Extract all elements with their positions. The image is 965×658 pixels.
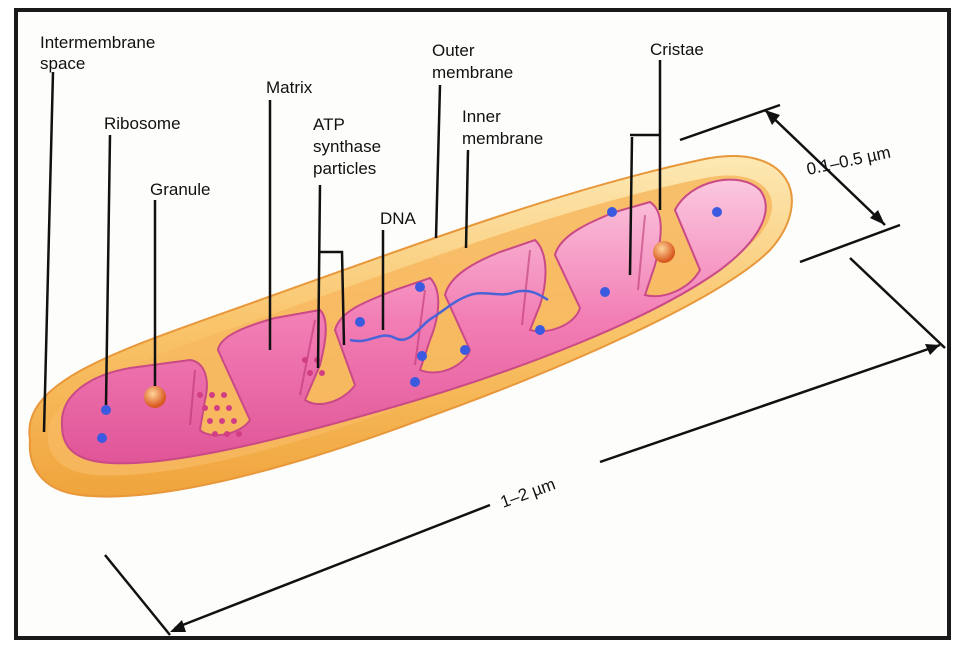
label-cristae: Cristae — [650, 40, 704, 59]
label-granule: Granule — [150, 180, 210, 199]
label-dna: DNA — [380, 209, 417, 228]
label-inner-membrane-line1: Inner — [462, 107, 501, 126]
label-length-dimension: 1–2 µm — [498, 474, 558, 511]
label-intermembrane-line1: Intermembrane — [40, 33, 155, 52]
label-width-dimension: 0.1–0.5 µm — [805, 143, 892, 179]
label-intermembrane-line2: space — [40, 54, 85, 73]
label-outer-membrane-line2: membrane — [432, 63, 513, 82]
label-inner-membrane-line2: membrane — [462, 129, 543, 148]
label-matrix: Matrix — [266, 78, 313, 97]
granule-right — [653, 241, 675, 263]
label-atp-line2: synthase — [313, 137, 381, 156]
granule-left — [144, 386, 166, 408]
label-atp-line1: ATP — [313, 115, 345, 134]
label-atp-line3: particles — [313, 159, 376, 178]
label-ribosome: Ribosome — [104, 114, 181, 133]
label-outer-membrane-line1: Outer — [432, 41, 475, 60]
